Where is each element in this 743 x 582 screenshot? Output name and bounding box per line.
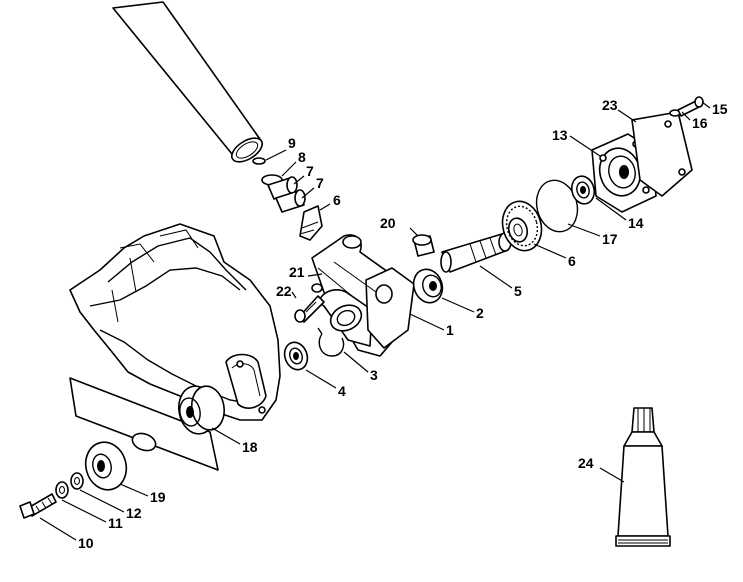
gear-housing [311,234,415,357]
callout-17: 17 [602,231,618,247]
callout-6b: 6 [568,253,576,269]
bearing-4 [283,341,309,371]
callouts: 9 8 7 7 6 20 21 22 1 2 3 4 5 6 17 14 13 … [78,97,728,551]
circlip-3 [317,327,345,357]
screw-15 [669,96,704,117]
cutter-disc [69,377,219,471]
bolt-10 [19,493,57,519]
callout-18: 18 [242,439,258,455]
callout-10: 10 [78,535,94,551]
callout-14: 14 [628,215,644,231]
deflector-guard [69,223,281,421]
shaft-small-parts [252,157,323,241]
callout-16: 16 [692,115,708,131]
thrust-plate-18 [177,385,226,435]
splined-shaft-5 [440,232,512,273]
callout-24: 24 [578,455,594,471]
callout-7a: 7 [306,163,314,179]
callout-20: 20 [380,215,396,231]
callout-7b: 7 [316,175,324,191]
callout-15: 15 [712,101,728,117]
leader-lines [39,101,711,541]
callout-4: 4 [338,383,346,399]
bearing-2 [412,268,444,304]
callout-5: 5 [514,283,522,299]
plug-20 [412,234,435,257]
callout-8: 8 [298,149,306,165]
thrust-washer-19 [84,441,128,491]
drive-tube [112,1,263,163]
callout-22: 22 [276,283,292,299]
grease-tube-24 [615,407,671,547]
callout-19: 19 [150,489,166,505]
callout-21: 21 [289,264,305,280]
callout-23: 23 [602,97,618,113]
callout-3: 3 [370,367,378,383]
screw-22 [294,283,325,323]
callout-13: 13 [552,127,568,143]
callout-9: 9 [288,135,296,151]
callout-12: 12 [126,505,142,521]
callout-11: 11 [108,515,123,531]
bevel-gear-6 [501,200,543,252]
washers-11-12 [55,472,84,499]
callout-6a: 6 [333,192,341,208]
bearing-14 [570,175,596,205]
callout-1: 1 [446,322,454,338]
callout-2: 2 [476,305,484,321]
